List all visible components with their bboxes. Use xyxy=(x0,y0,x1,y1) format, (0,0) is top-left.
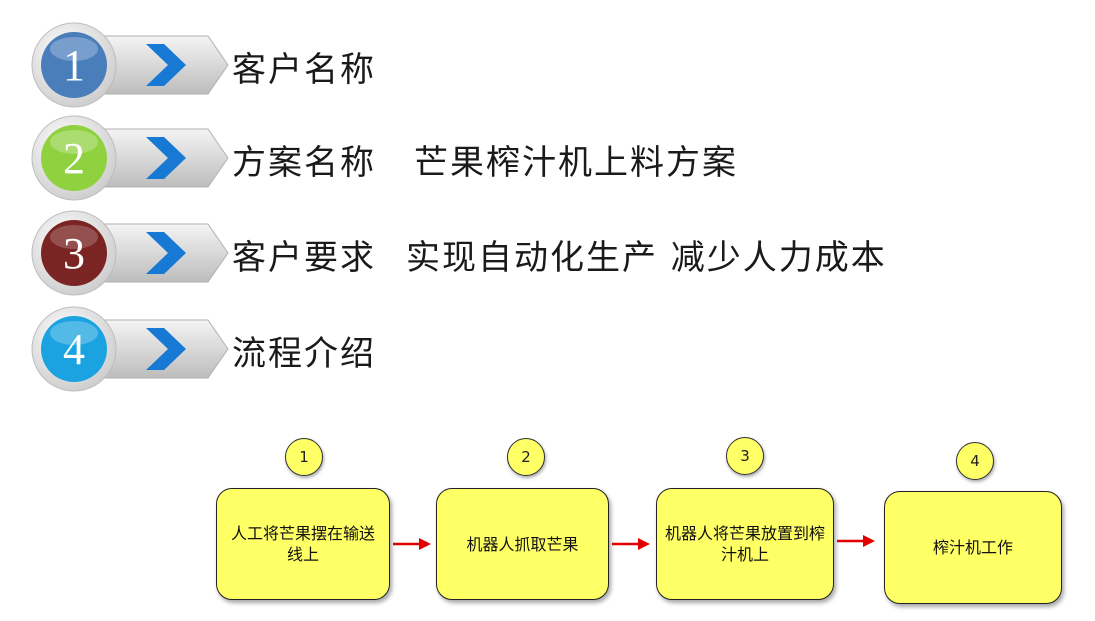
step-number-2: 2 xyxy=(507,438,545,476)
badge-3: 3 xyxy=(28,208,229,298)
step-box-4: 榨汁机工作 xyxy=(884,491,1062,604)
badge-number: 3 xyxy=(63,229,85,278)
item-label-3: 客户要求实现自动化生产 减少人力成本 xyxy=(232,238,887,278)
process-flow: 1 2 3 4 人工将芒果摆在输送线上 机器人抓取芒果 机器人将芒果放置到榨汁机… xyxy=(0,430,1095,621)
item-label-4: 流程介绍 xyxy=(232,334,376,374)
step-number-1: 1 xyxy=(285,438,323,476)
number-badge-icon: 4 xyxy=(31,306,229,392)
badge-number: 4 xyxy=(63,325,85,374)
item-row-2: 2 方案名称芒果榨汁机上料方案 xyxy=(0,113,1095,203)
badge-number: 1 xyxy=(63,41,85,90)
item-row-4: 4 流程介绍 xyxy=(0,304,1095,394)
badge-2: 2 xyxy=(28,113,229,203)
step-box-3: 机器人将芒果放置到榨汁机上 xyxy=(656,488,834,600)
step-number-4: 4 xyxy=(956,442,994,480)
arrow-icon xyxy=(393,538,431,550)
item-row-3: 3 客户要求实现自动化生产 减少人力成本 xyxy=(0,208,1095,298)
badge-4: 4 xyxy=(28,304,229,394)
number-badge-icon: 2 xyxy=(31,115,229,201)
item-label-1: 客户名称 xyxy=(232,50,376,90)
arrow-icon xyxy=(612,538,650,550)
badge-1: 1 xyxy=(28,20,229,110)
number-badge-icon: 1 xyxy=(31,22,229,108)
item-row-1: 1 客户名称 xyxy=(0,20,1095,110)
item-label-2: 方案名称芒果榨汁机上料方案 xyxy=(232,143,738,183)
badge-number: 2 xyxy=(63,134,85,183)
step-box-2: 机器人抓取芒果 xyxy=(436,488,609,600)
number-badge-icon: 3 xyxy=(31,210,229,296)
arrow-icon xyxy=(837,535,875,547)
step-box-1: 人工将芒果摆在输送线上 xyxy=(216,488,390,600)
step-number-3: 3 xyxy=(726,437,764,475)
